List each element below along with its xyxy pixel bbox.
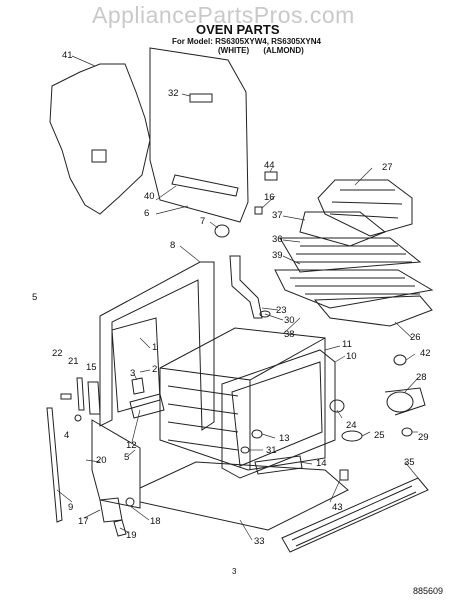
callout-23: 23: [276, 305, 287, 316]
callout-19: 19: [126, 530, 137, 541]
callout-2: 2: [152, 364, 157, 375]
bake-element: [299, 211, 386, 247]
door-frame: [221, 349, 336, 479]
back-panel-vent: [189, 93, 213, 103]
callout-24: 24: [346, 420, 357, 431]
lower-element: [313, 295, 433, 327]
oven-cavity: [159, 327, 326, 471]
part-23-fitting: [259, 310, 271, 318]
callout-28: 28: [416, 372, 427, 383]
base-tray: [139, 461, 349, 531]
color-white-label: (WHITE): [218, 46, 250, 55]
callout-27: 27: [382, 162, 393, 173]
color-almond-label: (ALMOND): [263, 46, 304, 55]
callout-13: 13: [279, 433, 290, 444]
part-3-switch: [131, 377, 145, 395]
part-44-bracket: [264, 171, 278, 181]
part-24-knob: [329, 399, 345, 413]
broil-element: [317, 179, 413, 237]
part-31-screw: [240, 446, 250, 454]
callout-22: 22: [52, 348, 63, 359]
part-12-igniter: [129, 393, 165, 419]
callout-42: 42: [420, 348, 431, 359]
callout-39: 39: [272, 250, 283, 261]
callout-7: 7: [200, 216, 205, 227]
page-number: 3: [232, 567, 237, 576]
callout-5: 5: [124, 452, 129, 463]
kick-panel: [281, 477, 429, 553]
callout-1: 1: [152, 342, 157, 353]
callout-11: 11: [342, 339, 352, 350]
part-17-latch: [99, 497, 123, 523]
callout-17: 17: [78, 516, 89, 527]
callout-32: 32: [168, 88, 179, 99]
part-1-bracket: [111, 317, 161, 413]
part-18-roller: [125, 497, 135, 507]
vent-tube: [229, 255, 263, 319]
callout-29: 29: [418, 432, 429, 443]
callout-5: 5: [32, 292, 37, 303]
callout-20: 20: [96, 455, 107, 466]
part-22-clip: [60, 393, 72, 400]
oven-back-panel: [149, 47, 249, 223]
callout-26: 26: [410, 332, 421, 343]
callout-6: 6: [144, 208, 149, 219]
part-21-sensor: [76, 377, 85, 411]
part-29-nut: [401, 427, 413, 437]
diagram-title: OVEN PARTS: [196, 22, 280, 37]
callout-40: 40: [144, 191, 155, 202]
callout-10: 10: [346, 351, 357, 362]
part-43-bracket: [339, 469, 349, 481]
oven-rack-36: [279, 237, 422, 273]
callout-35: 35: [404, 457, 415, 468]
callout-31: 31: [266, 445, 277, 456]
callout-25: 25: [374, 430, 385, 441]
callout-21: 21: [68, 356, 79, 367]
part-15-holder: [87, 381, 101, 415]
callout-15: 15: [86, 362, 97, 373]
model-line: For Model: RS6305XYW4, RS6305XYN4: [172, 37, 321, 46]
callout-37: 37: [272, 210, 283, 221]
document-number: 885609: [413, 586, 444, 596]
insulation-cutout: [91, 149, 107, 163]
callout-8: 8: [170, 240, 175, 251]
part-19-pin: [113, 519, 127, 537]
callout-3: 3: [130, 368, 135, 379]
watermark: AppliancePartsPros.com: [92, 2, 355, 28]
callout-16: 16: [264, 192, 275, 203]
callout-4: 4: [64, 430, 69, 441]
part-42-ring: [393, 354, 407, 366]
callout-14: 14: [316, 458, 327, 469]
part-25-cap: [341, 430, 363, 442]
callout-18: 18: [150, 516, 161, 527]
back-panel-slot: [171, 174, 239, 197]
part-13-lens: [251, 429, 263, 439]
oven-rack-39: [274, 269, 434, 309]
side-trim-strip: [46, 407, 63, 523]
gas-valve: [386, 391, 414, 413]
part-20-hinge: [91, 419, 141, 509]
part-16-clip: [254, 206, 263, 215]
callout-36: 36: [272, 234, 283, 245]
callout-33: 33: [254, 536, 265, 547]
callout-12: 12: [126, 440, 137, 451]
callout-44: 44: [264, 160, 275, 171]
insulation-blanket: [49, 63, 151, 215]
part-14-hinge: [254, 455, 303, 475]
part-4-screw: [74, 414, 82, 422]
callout-38: 38: [284, 329, 295, 340]
front-frame-8: [99, 261, 215, 431]
color-variants: (WHITE) (ALMOND): [218, 46, 316, 55]
callout-43: 43: [332, 502, 343, 513]
callout-9: 9: [68, 502, 73, 513]
callout-41: 41: [62, 50, 73, 61]
part-7-grommet: [214, 224, 230, 238]
callout-30: 30: [284, 315, 295, 326]
